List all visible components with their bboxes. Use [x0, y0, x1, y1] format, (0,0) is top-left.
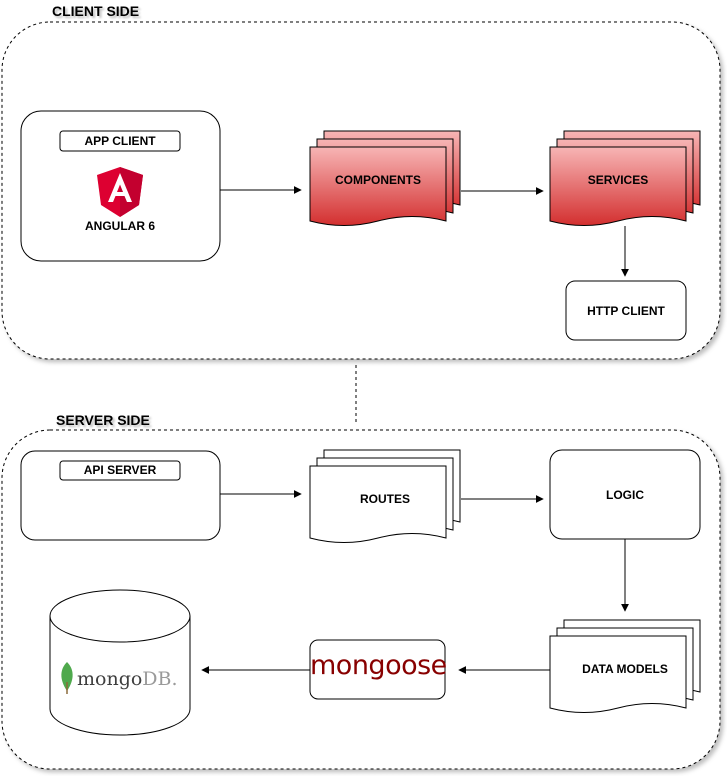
components-label: COMPONENTS [334, 173, 421, 187]
http-client-box[interactable] [565, 280, 687, 341]
logic-label: LOGIC [606, 488, 644, 502]
mongodb-database[interactable] [49, 589, 191, 736]
services-label: SERVICES [587, 173, 649, 187]
angular-framework-label: ANGULAR 6 [84, 219, 155, 233]
mongodb-logo-accent: DB [142, 668, 172, 690]
mongodb-leaf-icon [61, 662, 73, 694]
components-node[interactable] [309, 130, 461, 226]
mongodb-logo-main: mongo [77, 668, 143, 690]
routes-node[interactable] [309, 449, 461, 543]
server-side-title: SERVER SIDE [56, 412, 150, 428]
api-server-label: API SERVER [83, 463, 157, 477]
angular-logo-icon [97, 167, 143, 217]
routes-label: ROUTES [359, 492, 410, 506]
client-side-title: CLIENT SIDE [52, 3, 140, 19]
data-models-label: DATA MODELS [582, 662, 668, 676]
mongodb-logo-text: mongoDB. [77, 668, 178, 690]
mongoose-logo-text: mongoose [310, 650, 447, 681]
app-client-label: APP CLIENT [84, 134, 156, 148]
data-models-node[interactable] [549, 619, 701, 713]
http-client-label: HTTP CLIENT [587, 304, 665, 318]
api-server-label-box [59, 460, 181, 481]
mongodb-logo-trademark: . [171, 668, 178, 690]
services-node[interactable] [549, 130, 701, 226]
app-client-label-box [59, 130, 181, 152]
